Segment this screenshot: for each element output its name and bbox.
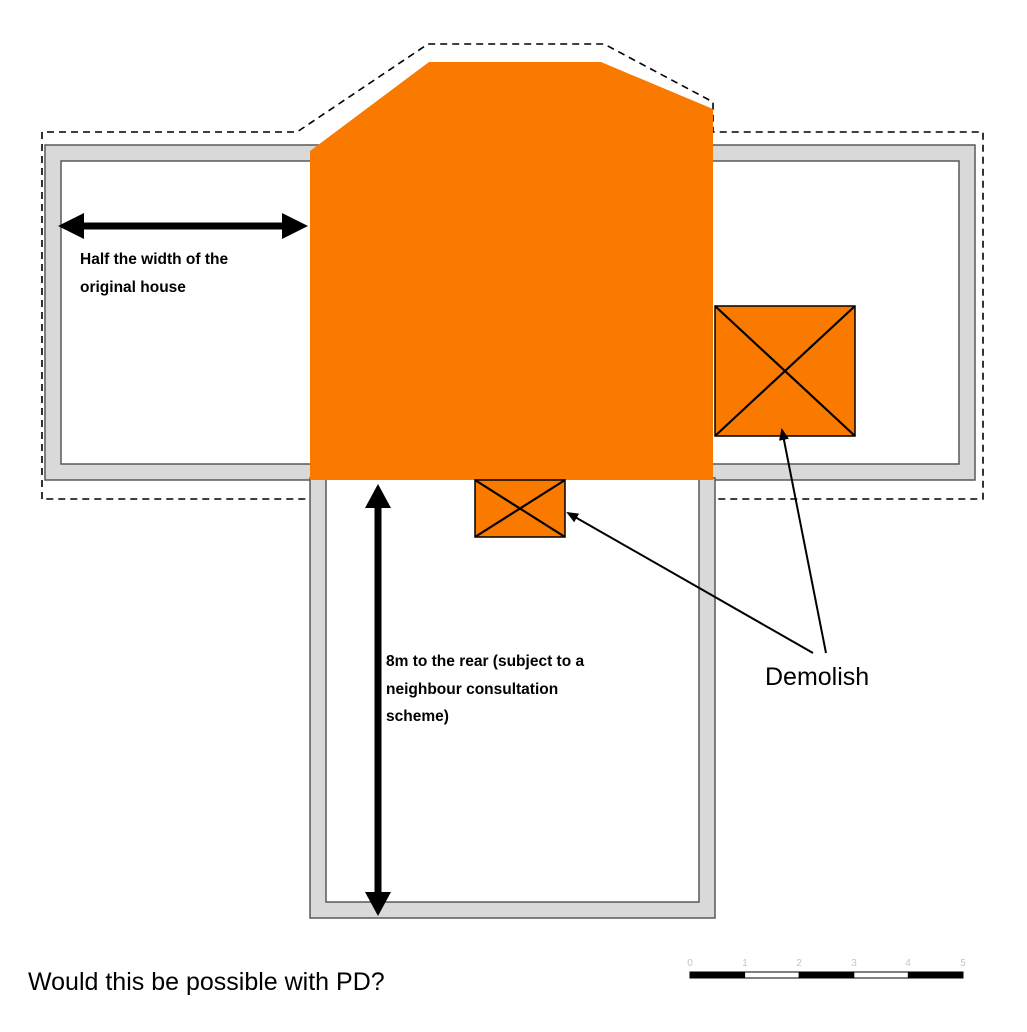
width-dimension-arrow (58, 213, 308, 239)
dashed-boundary-outline (41, 43, 984, 500)
rear-depth-label-line2: neighbour consultation (386, 680, 559, 698)
scale-tick-0: 0 (687, 958, 693, 969)
rear-depth-label-line1: 8m to the rear (subject to a (386, 653, 585, 670)
proposed-extension-footprint (310, 62, 713, 480)
demolish-pointer-arrow-small (566, 512, 814, 654)
question-text: Would this be possible with PD? (28, 968, 385, 996)
demolish-pointer-arrow-large (779, 428, 827, 654)
depth-dimension-arrow (365, 484, 391, 916)
rear-depth-label-line3: scheme) (386, 708, 449, 726)
demolish-box-small (474, 479, 566, 538)
scale-tick-2: 2 (796, 958, 802, 969)
demolish-box-large (714, 305, 856, 437)
scale-tick-1: 1 (742, 958, 748, 969)
demolish-label: Demolish (765, 663, 870, 691)
half-width-label-line2: original house (80, 278, 186, 296)
half-width-label: Half the width of the original house (80, 246, 300, 301)
scale-tick-5: 5 (960, 958, 966, 969)
rear-depth-label: 8m to the rear (subject to a neighbour c… (386, 648, 636, 731)
rear-extension-wall-inner (325, 477, 700, 903)
scale-bar (689, 971, 964, 979)
scale-tick-3: 3 (851, 958, 857, 969)
scale-tick-4: 4 (905, 958, 911, 969)
half-width-label-line1: Half the width of the (80, 251, 229, 268)
